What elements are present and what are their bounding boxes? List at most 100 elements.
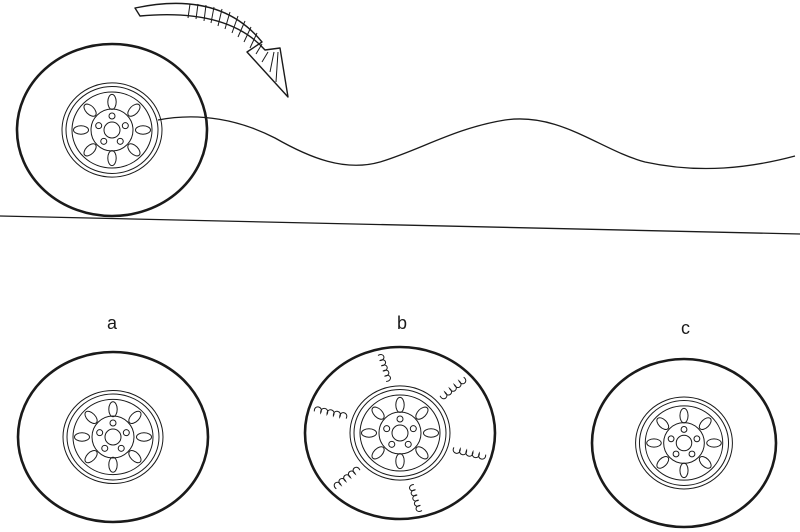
hatch-line: [243, 26, 252, 43]
rim-slot: [646, 438, 662, 448]
lug-hole: [396, 415, 404, 423]
rim-slot: [74, 432, 90, 442]
hatch-line: [249, 32, 258, 49]
rim-ring: [72, 398, 154, 476]
rim-slot: [84, 450, 98, 464]
rim-ring: [359, 394, 441, 472]
rim-slot: [423, 428, 439, 438]
tire-outer: [590, 357, 778, 529]
lug-hole: [693, 435, 701, 443]
rim-slot: [415, 446, 429, 460]
hatch-line: [231, 15, 239, 34]
spring-icon: [333, 466, 361, 490]
rim-slot: [83, 103, 97, 117]
wheel-a: [16, 350, 210, 524]
lug-hole: [109, 419, 117, 427]
lug-hole: [100, 137, 108, 145]
hatch-line: [255, 43, 263, 55]
lug-hole: [672, 450, 680, 458]
rim-slot: [371, 446, 385, 460]
rim-slot: [656, 417, 670, 431]
rim-slot: [361, 428, 377, 438]
rim-slot: [83, 143, 97, 157]
rim-slot: [415, 406, 429, 420]
tire-outer: [303, 345, 497, 521]
lug-hole: [680, 426, 688, 433]
lug-hole: [688, 450, 696, 458]
rim-ring: [62, 389, 164, 485]
rim-ring: [644, 405, 724, 481]
lug-hole: [388, 440, 396, 448]
rim-slot: [127, 143, 141, 157]
rim-slot: [135, 125, 151, 135]
rim-slot: [128, 450, 142, 464]
lug-hole: [101, 444, 109, 452]
wheel-b: [303, 345, 497, 521]
lug-hole: [116, 137, 124, 145]
lug-hole: [96, 429, 104, 437]
hatch-line: [269, 51, 275, 73]
rim-slot: [108, 401, 118, 418]
rim-ring: [61, 82, 163, 178]
lug-hole: [383, 425, 391, 433]
rim-slot: [371, 406, 385, 420]
rim-ring: [71, 91, 153, 169]
rim-slot: [136, 432, 152, 442]
hatch-line: [217, 8, 223, 27]
hub-outer: [663, 422, 705, 464]
rim-slot: [395, 396, 405, 413]
spring-icon: [439, 376, 467, 400]
hatch-line: [195, 3, 199, 20]
rim-slot: [73, 125, 89, 135]
rim-ring: [353, 389, 447, 477]
lug-hole: [122, 429, 130, 437]
hub-center: [104, 428, 122, 446]
rim-slot: [84, 410, 98, 424]
hub-center: [103, 121, 121, 139]
rim-slot: [656, 455, 670, 469]
spring-icon: [313, 406, 348, 419]
rim-slot: [698, 455, 712, 469]
rim-ring: [349, 385, 451, 481]
tire-outer: [16, 350, 210, 524]
rim-slot: [107, 93, 117, 110]
spring-icon: [377, 354, 391, 382]
label-b: b: [397, 313, 408, 333]
ground-line: [0, 215, 800, 235]
rim-slot: [108, 456, 118, 473]
rim-ring: [638, 400, 730, 486]
lug-hole: [117, 444, 125, 452]
lug-hole: [409, 425, 417, 433]
rim-slot: [107, 150, 117, 167]
hatch-line: [275, 51, 279, 83]
lug-hole: [108, 112, 116, 120]
hatch-line: [224, 11, 231, 30]
rim-slot: [128, 410, 142, 424]
curved-rotation-arrow-icon: [134, 2, 289, 98]
rim-slot: [679, 407, 689, 424]
rim-slot: [127, 103, 141, 117]
hatch-line: [210, 6, 215, 24]
lug-hole: [667, 435, 675, 443]
hatch-line: [203, 4, 207, 22]
hub-center: [391, 424, 409, 442]
hub-outer: [90, 108, 134, 152]
rim-slot: [679, 462, 689, 479]
hub-outer: [91, 415, 135, 459]
rim-ring: [635, 396, 733, 490]
rim-slot: [395, 453, 405, 470]
lug-hole: [404, 440, 412, 448]
lug-hole: [95, 122, 103, 130]
rim-slot: [698, 417, 712, 431]
label-c: c: [681, 318, 690, 338]
rim-slot: [706, 438, 722, 448]
hatch-line: [237, 20, 246, 38]
hub-center: [675, 434, 693, 452]
hatch-line: [187, 3, 191, 19]
label-a: a: [107, 313, 118, 333]
main-wheel: [15, 42, 209, 218]
hatch-line: [261, 51, 269, 63]
rim-ring: [65, 86, 159, 174]
